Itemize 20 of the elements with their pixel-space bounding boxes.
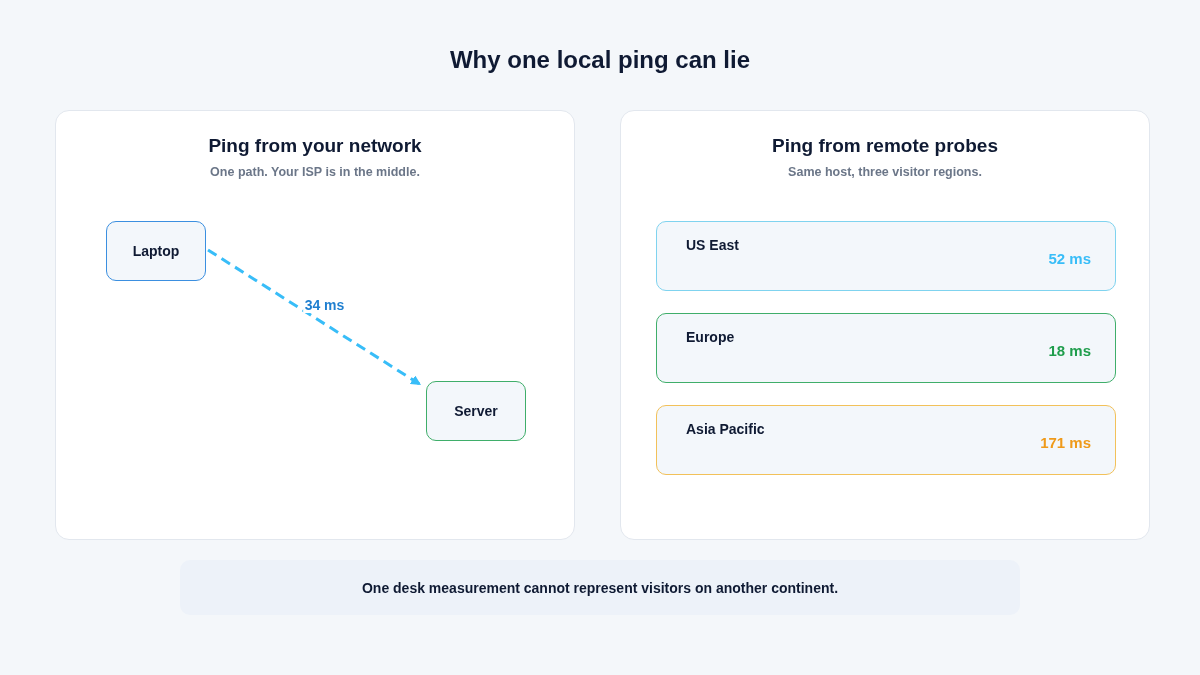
region-box: [656, 313, 1116, 383]
device-box: Laptop: [106, 221, 206, 281]
region-name: Asia Pacific: [686, 421, 765, 437]
panel-card: [620, 110, 1150, 540]
panel-subtitle: Same host, three visitor regions.: [787, 165, 983, 179]
panel-heading: Ping from remote probes: [771, 135, 999, 157]
panel-subtitle: One path. Your ISP is in the middle.: [209, 165, 421, 179]
diagram-title: Why one local ping can lie: [448, 46, 751, 74]
region-name: Europe: [686, 329, 735, 345]
region-box: [656, 221, 1116, 291]
panel-card: [55, 110, 575, 540]
latency-value: 18 ms: [1048, 342, 1091, 359]
device-box: Server: [426, 381, 526, 441]
panel-heading: Ping from your network: [207, 135, 423, 157]
region-box: [656, 405, 1116, 475]
region-name: US East: [686, 237, 739, 253]
arrow: [207, 248, 422, 387]
note-banner: One desk measurement cannot represent visitors on another continent.: [180, 560, 1020, 615]
latency-value: 52 ms: [1048, 250, 1091, 267]
latency-value: 171 ms: [1040, 434, 1091, 451]
